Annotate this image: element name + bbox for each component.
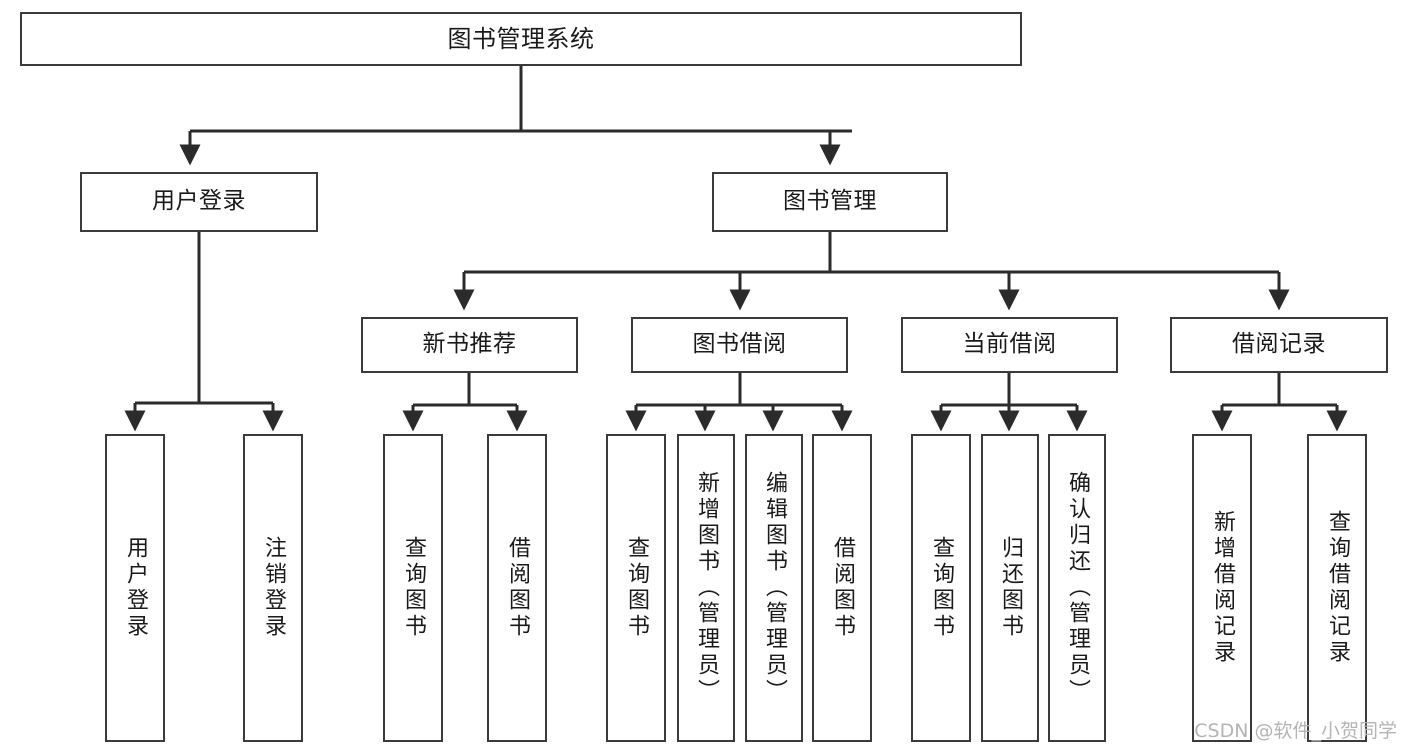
leaf-borrow-book[interactable]: 借阅图书 (812, 434, 872, 742)
node-label: 查询图书 (624, 536, 649, 640)
node-label: 用户登录 (123, 536, 148, 640)
leaf-confirm-return[interactable]: 确认归还（管理员） (1048, 434, 1106, 742)
node-root-book-management-system[interactable]: 图书管理系统 (20, 12, 1022, 66)
leaf-user-login[interactable]: 用户登录 (105, 434, 165, 742)
node-book-borrow[interactable]: 图书借阅 (631, 317, 848, 373)
node-user-login[interactable]: 用户登录 (80, 172, 318, 232)
node-label: 用户登录 (152, 188, 246, 215)
leaf-query-borrow-record[interactable]: 查询借阅记录 (1307, 434, 1367, 742)
csdn-watermark: CSDN @软件_小贺同学 (1194, 720, 1397, 742)
node-label: 编辑图书（管理员） (762, 471, 787, 705)
leaf-query-book-recommend[interactable]: 查询图书 (383, 434, 443, 742)
node-label: 查询借阅记录 (1325, 510, 1350, 666)
node-label: 确认归还（管理员） (1065, 471, 1090, 705)
leaf-query-book-current[interactable]: 查询图书 (911, 434, 971, 742)
leaf-return-book[interactable]: 归还图书 (981, 434, 1039, 742)
node-current-borrow[interactable]: 当前借阅 (901, 317, 1118, 373)
leaf-logout-login[interactable]: 注销登录 (243, 434, 303, 742)
node-book-management[interactable]: 图书管理 (712, 172, 948, 232)
node-label: 查询图书 (929, 536, 954, 640)
leaf-add-book[interactable]: 新增图书（管理员） (677, 434, 735, 742)
node-label: 新增图书（管理员） (694, 471, 719, 705)
node-label: 图书借阅 (692, 331, 787, 358)
node-label: 查询图书 (401, 536, 426, 640)
node-label: 注销登录 (261, 536, 286, 640)
node-label: 归还图书 (998, 536, 1023, 640)
node-label: 当前借阅 (962, 331, 1057, 358)
leaf-query-book-borrow[interactable]: 查询图书 (606, 434, 666, 742)
node-label: 借阅图书 (505, 536, 530, 640)
node-label: 借阅记录 (1232, 331, 1326, 358)
leaf-add-borrow-record[interactable]: 新增借阅记录 (1192, 434, 1252, 742)
leaf-edit-book[interactable]: 编辑图书（管理员） (745, 434, 803, 742)
node-label: 借阅图书 (830, 536, 855, 640)
node-label: 图书管理 (783, 188, 877, 215)
leaf-borrow-book-recommend[interactable]: 借阅图书 (487, 434, 547, 742)
node-new-book-recommend[interactable]: 新书推荐 (361, 317, 578, 373)
node-label: 新增借阅记录 (1210, 510, 1235, 666)
node-borrow-record[interactable]: 借阅记录 (1170, 317, 1388, 373)
node-label: 新书推荐 (422, 331, 517, 358)
node-label: 图书管理系统 (447, 24, 595, 53)
